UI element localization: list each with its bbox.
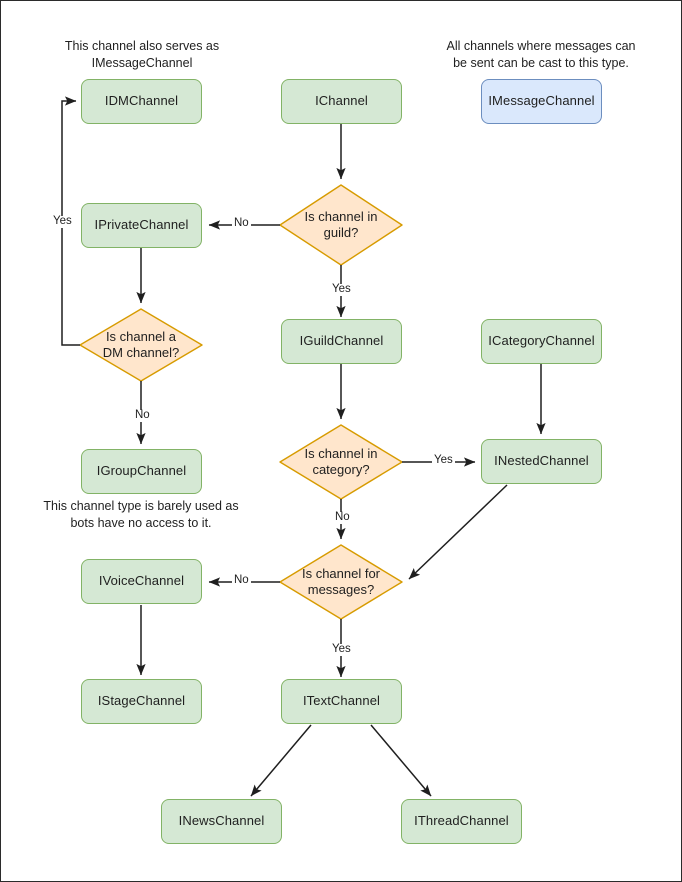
edge-label-messages-no: No [232,574,251,587]
decision-is-dm[interactable]: Is channel a DM channel? [80,309,202,381]
edge-itext-to-inews [250,724,312,797]
node-istage-channel[interactable]: IStageChannel [81,679,202,724]
edge-label-category-yes: Yes [432,454,455,467]
note-dm-channel: This channel also serves as IMessageChan… [64,39,220,70]
node-iprivate-channel[interactable]: IPrivateChannel [81,203,202,248]
decision-for-messages-label: Is channel for messages? [301,565,381,597]
node-ithread-channel[interactable]: IThreadChannel [401,799,522,844]
node-iguild-channel[interactable]: IGuildChannel [281,319,402,364]
edge-label-category-no: No [333,511,352,524]
node-ichannel[interactable]: IChannel [281,79,402,124]
edge-label-dm-no: No [133,409,152,422]
node-ivoice-channel[interactable]: IVoiceChannel [81,559,202,604]
node-itext-channel[interactable]: ITextChannel [281,679,402,724]
node-imessage-channel[interactable]: IMessageChannel [481,79,602,124]
decision-for-messages[interactable]: Is channel for messages? [280,545,402,619]
decision-in-category[interactable]: Is channel in category? [280,425,402,499]
node-inested-channel[interactable]: INestedChannel [481,439,602,484]
edge-label-guild-no: No [232,217,251,230]
note-group-channel: This channel type is barely used as bots… [43,499,239,530]
edge-label-dm-yes: Yes [51,215,74,228]
edge-itext-to-ithread [370,724,432,797]
edge-label-guild-yes: Yes [330,283,353,296]
decision-is-dm-label: Is channel a DM channel? [102,328,180,360]
note-message-channel: All channels where messages can be sent … [446,39,636,70]
decision-shapes [79,184,403,620]
decision-in-guild-label: Is channel in guild? [304,208,378,240]
node-inews-channel[interactable]: INewsChannel [161,799,282,844]
node-icategory-channel[interactable]: ICategoryChannel [481,319,602,364]
edge-label-messages-yes: Yes [330,643,353,656]
node-idm-channel[interactable]: IDMChannel [81,79,202,124]
node-igroup-channel[interactable]: IGroupChannel [81,449,202,494]
edge-inested-to-for-messages [408,484,508,580]
decision-in-category-label: Is channel in category? [304,445,378,477]
decision-in-guild[interactable]: Is channel in guild? [280,185,402,265]
